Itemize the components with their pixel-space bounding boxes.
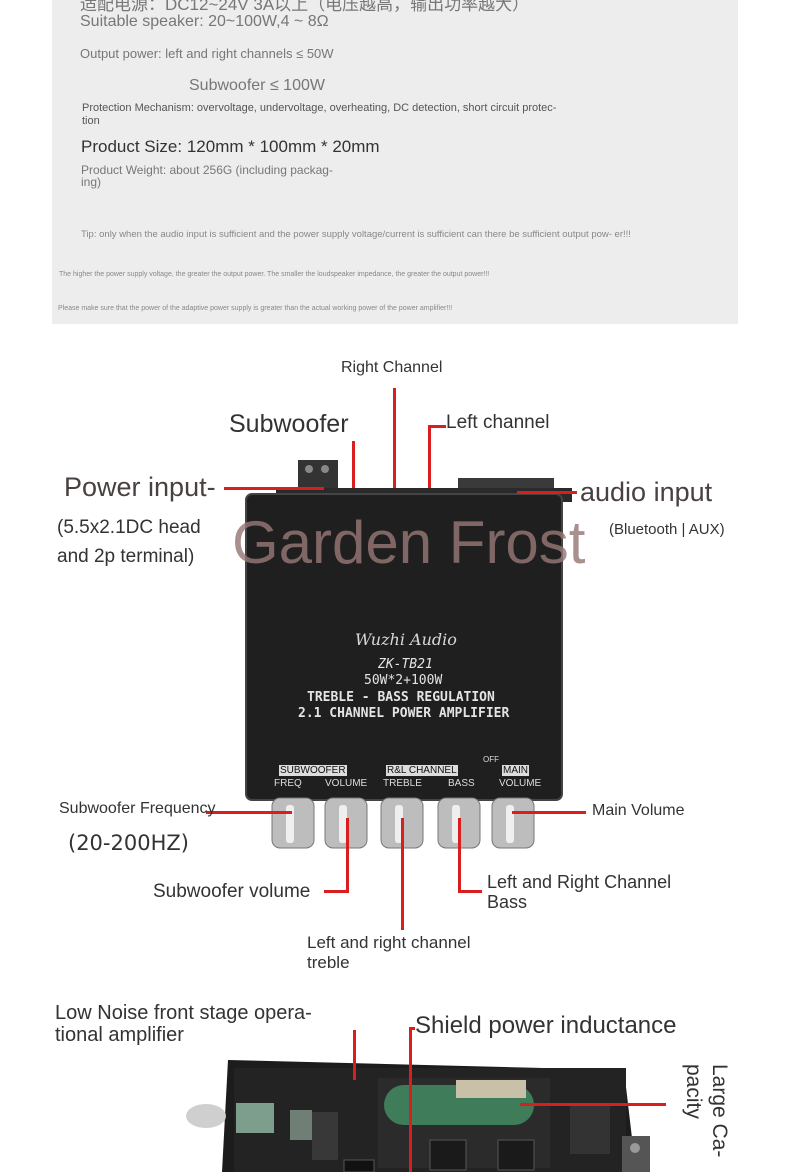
leader-shield-h	[409, 1027, 415, 1030]
label-sub-freq-range: (20-200HZ)	[68, 831, 189, 855]
label-right-channel: Right Channel	[341, 359, 443, 376]
knob-label-freq: FREQ	[274, 778, 302, 789]
leader-left-channel-v	[428, 425, 431, 488]
board-line1: TREBLE - BASS REGULATION	[307, 690, 495, 705]
label-audio-input: audio input	[580, 477, 713, 507]
board-line2: 2.1 CHANNEL POWER AMPLIFIER	[298, 706, 510, 721]
spec-subwoofer: Subwoofer ≤ 100W	[189, 77, 325, 94]
spec-speaker: Suitable speaker: 20~100W,4 ~ 8Ω	[80, 13, 329, 30]
spec-tip: Tip: only when the audio input is suffic…	[81, 229, 631, 240]
spec-panel: 适配电源：DC12~24V 3A以上（电压越高，输出功率越大） Suitable…	[52, 0, 738, 324]
board-group-main: MAIN	[502, 765, 529, 776]
label-lr-bass: Left and Right Channel Bass	[487, 872, 672, 912]
leader-bass-v	[458, 818, 461, 892]
knob-label-bass: BASS	[448, 778, 475, 789]
spec-note-voltage: The higher the power supply voltage, the…	[59, 271, 490, 278]
label-op-amp: Low Noise front stage opera- tional ampl…	[55, 1002, 312, 1046]
board-group-subwoofer: SUBWOOFER	[279, 765, 347, 776]
leader-main-volume	[512, 811, 586, 814]
label-sub-freq: Subwoofer Frequency	[59, 800, 216, 817]
knob-label-treble: TREBLE	[383, 778, 422, 789]
label-lr-treble: Left and right channel treble	[307, 933, 471, 972]
leader-right-channel	[393, 388, 396, 488]
spec-output-power: Output power: left and right channels ≤ …	[80, 46, 334, 61]
label-audio-input-detail: (Bluetooth | AUX)	[609, 521, 725, 538]
board-group-rl: R&L CHANNEL	[386, 765, 458, 776]
label-power-input-detail: (5.5x2.1DC head and 2p terminal)	[57, 517, 201, 567]
label-sub-volume: Subwoofer volume	[153, 881, 311, 902]
leader-left-channel-h	[428, 425, 446, 428]
leader-capacity	[520, 1103, 666, 1106]
leader-power	[224, 487, 324, 490]
board-brand: Wuzhi Audio	[355, 630, 457, 649]
label-power-input: Power input-	[64, 472, 216, 502]
leader-treble	[401, 818, 404, 930]
board-rating: 50W*2+100W	[364, 673, 443, 688]
knob-label-main-volume: VOLUME	[499, 778, 542, 789]
leader-shield-v	[409, 1027, 412, 1172]
watermark: Garden Frost	[232, 509, 586, 576]
leader-audio	[517, 491, 577, 494]
spec-weight: Product Weight: about 256G (including pa…	[81, 163, 333, 189]
leader-sub-freq	[206, 811, 292, 814]
spec-note-power: Please make sure that the power of the a…	[58, 305, 453, 312]
label-main-volume: Main Volume	[592, 802, 685, 819]
label-left-channel: Left channel	[446, 412, 550, 433]
label-capacity: Large Ca- pacity	[682, 1064, 731, 1158]
leader-sub-volume-h	[324, 890, 349, 893]
spec-size: Product Size: 120mm * 100mm * 20mm	[81, 137, 380, 156]
board-off: OFF	[483, 755, 499, 764]
spec-cut-top: 适配电源：DC12~24V 3A以上（电压越高，输出功率越大）	[80, 0, 530, 14]
leader-sub-volume-v	[346, 818, 349, 892]
label-subwoofer: Subwoofer	[229, 410, 349, 438]
board-model: ZK-TB21	[378, 657, 433, 672]
label-shield: Shield power inductance	[415, 1012, 677, 1039]
knob-label-sub-volume: VOLUME	[325, 778, 368, 789]
leader-subwoofer	[352, 441, 355, 488]
leader-op-amp	[353, 1030, 356, 1080]
spec-protection: Protection Mechanism: overvoltage, under…	[82, 102, 557, 127]
leader-bass-h	[458, 890, 482, 893]
